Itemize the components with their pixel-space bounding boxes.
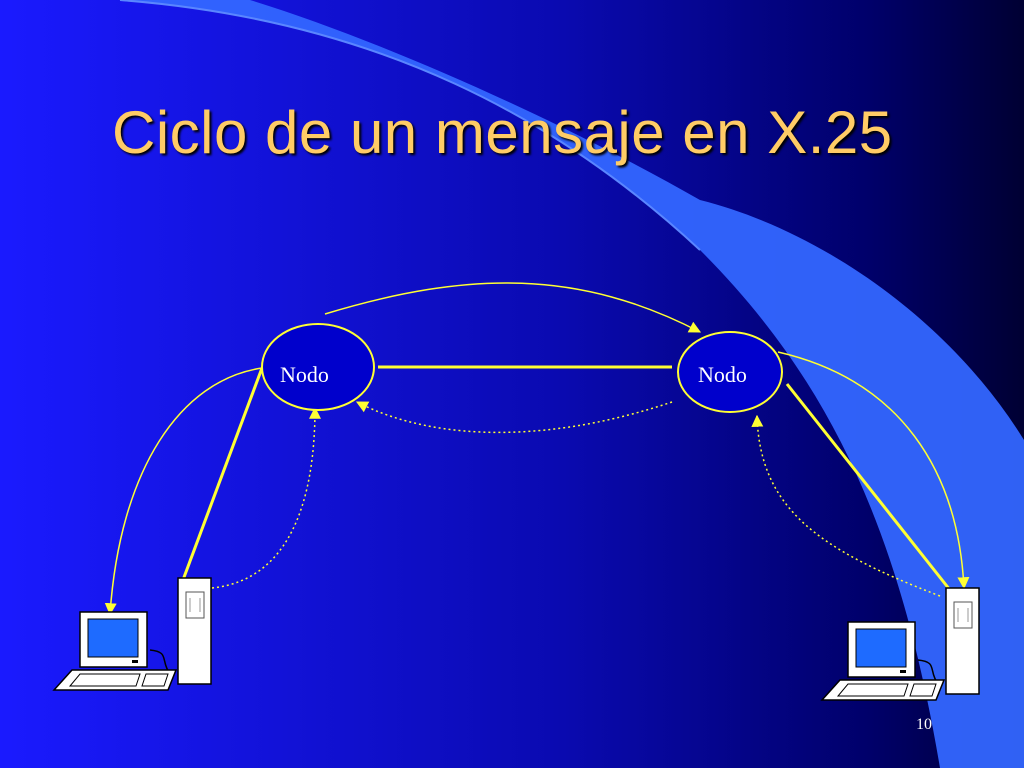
ack-arrow-left bbox=[211, 406, 321, 589]
slide-number: 10 bbox=[916, 716, 932, 733]
link-right-terminal-node bbox=[785, 383, 952, 591]
link-left-terminal-node bbox=[181, 367, 264, 581]
message-arrow-left bbox=[104, 367, 263, 616]
node-right-label: Nodo bbox=[698, 362, 747, 387]
node-left bbox=[261, 323, 375, 411]
node-right bbox=[677, 331, 783, 413]
computer-right-icon bbox=[820, 587, 980, 701]
message-arrow-top bbox=[324, 282, 702, 333]
node-left-label: Nodo bbox=[280, 362, 329, 387]
message-arrow-right bbox=[777, 351, 970, 590]
ack-arrow-middle bbox=[355, 401, 673, 434]
ack-arrow-right bbox=[751, 414, 941, 597]
slide-title: Ciclo de un mensaje en X.25 bbox=[112, 99, 893, 166]
computer-left-icon bbox=[52, 577, 212, 691]
decorative-swoosh-edge bbox=[119, 0, 701, 251]
